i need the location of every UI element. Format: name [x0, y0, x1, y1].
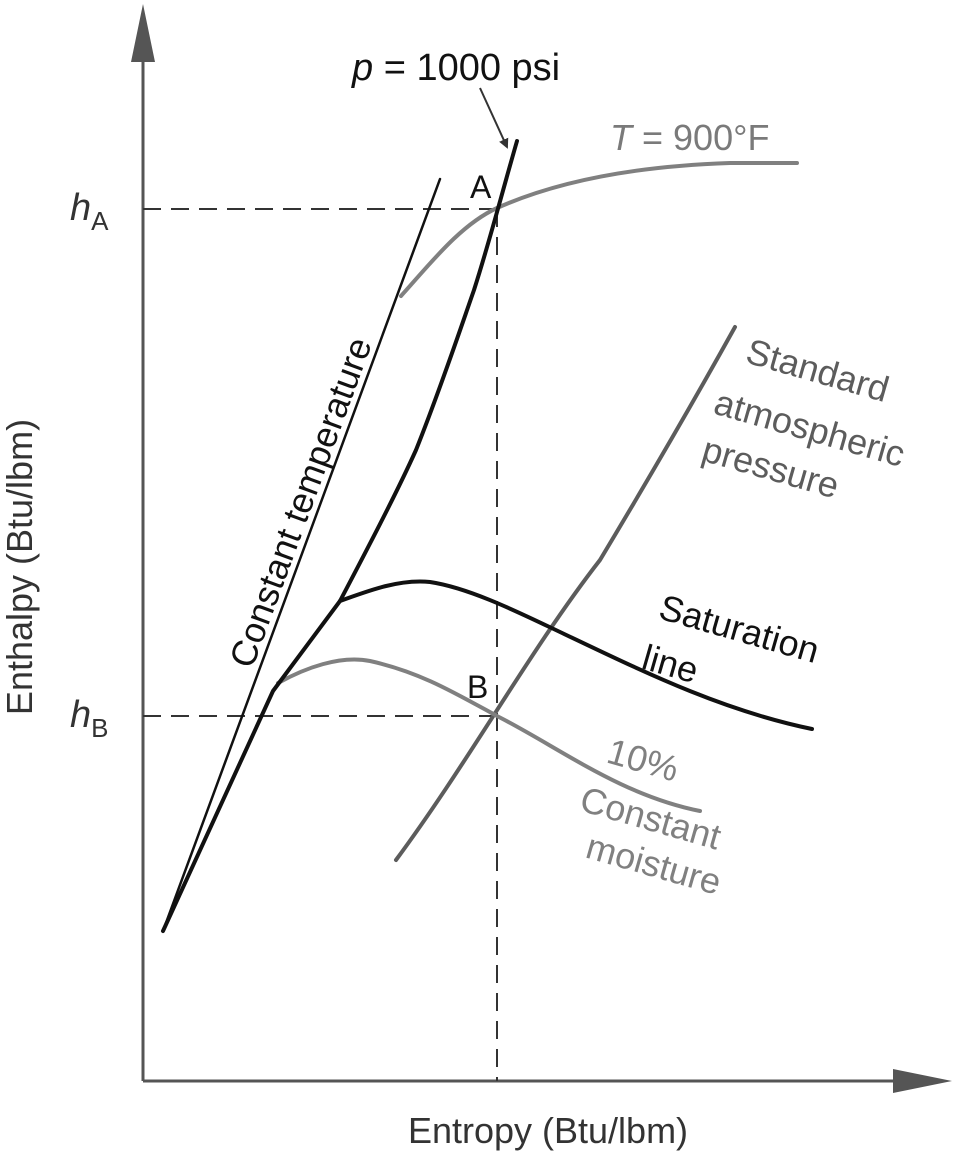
temperature-label-var: T [610, 117, 635, 158]
constant-moisture-curve [276, 657, 702, 813]
pressure-1000psi-curve [161, 139, 519, 933]
saturation-curve [338, 579, 814, 731]
temperature-900F-curve [399, 161, 799, 298]
constant-temperature-line [161, 177, 442, 933]
x-axis-label: Entropy (Btu/lbm) [408, 1110, 688, 1151]
hA-label-main: h [70, 187, 91, 229]
hA-label-sub: A [91, 206, 109, 236]
y-axis-arrow [131, 4, 155, 62]
temperature-label: T = 900°F [610, 117, 769, 158]
curves [161, 139, 814, 933]
x-axis-arrow [893, 1069, 952, 1093]
point-B-label: B [467, 669, 488, 705]
hB-label-sub: B [91, 713, 108, 743]
reference-lines [143, 208, 498, 1081]
temperature-label-value: = 900°F [632, 117, 769, 158]
point-A-label: A [470, 169, 492, 205]
standard-atmospheric-pressure-label: Standard atmospheric pressure [698, 330, 910, 506]
hA-label: hA [70, 187, 109, 236]
constant-temperature-label: Constant temperature [221, 332, 380, 673]
axes [131, 4, 952, 1093]
y-axis-label: Enthalpy (Btu/lbm) [0, 419, 40, 715]
saturation-label-line-2: line [638, 636, 703, 691]
standard-atmospheric-pressure-curve [394, 325, 737, 862]
constant-moisture-label: 10% Constant moisture [576, 730, 726, 902]
pressure-label-arrow [479, 87, 509, 149]
hB-label: hB [70, 694, 108, 743]
pressure-label: p = 1000 psi [351, 47, 560, 89]
pressure-label-var: p [351, 47, 373, 89]
hB-label-main: h [70, 694, 91, 736]
saturation-line-label: Saturation line [638, 586, 824, 691]
pressure-label-value: = 1000 psi [373, 47, 560, 89]
